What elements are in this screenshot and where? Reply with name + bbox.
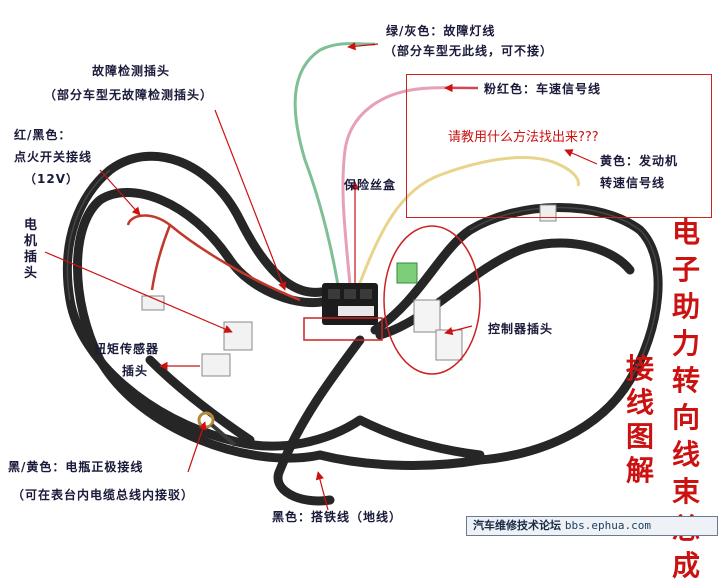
label-arrows	[44, 42, 598, 511]
torque-connector	[201, 353, 231, 377]
torque-sensor-label: 扭矩传感器	[94, 342, 160, 356]
question-highlight-box	[406, 74, 712, 218]
diag-plug-label: 故障检测插头	[92, 64, 171, 78]
cable-highlight	[66, 169, 659, 381]
engine-speed-label: 黄色：发动机	[600, 154, 679, 168]
diag-plug-note: （部分车型无故障检测插头）	[44, 88, 214, 102]
ground-label: 黑色：搭铁线（地线）	[272, 510, 403, 524]
controller-plug-circle	[383, 225, 481, 375]
green-gray-wire	[293, 42, 376, 286]
forum-watermark: 汽车维修技术论坛 bbs.ephua.com	[466, 516, 718, 536]
fuse-box-photo	[303, 283, 383, 341]
fuse-box-label: 保险丝盒	[344, 178, 397, 192]
ignition-wire: 点火开关接线	[14, 150, 93, 164]
title-vertical-left: 接线图解	[625, 352, 654, 487]
forum-url: bbs.ephua.com	[564, 519, 651, 532]
controller-plug-label: 控制器插头	[488, 322, 554, 336]
yellow-wire	[356, 156, 580, 289]
torque-plug-label: 插头	[122, 364, 149, 378]
red-wire-tail	[150, 224, 172, 291]
motor-plug-label: 电机插头	[24, 218, 38, 281]
battery-label: 黑/黄色：电瓶正极接线	[8, 460, 144, 474]
harness-photo	[44, 42, 663, 511]
harness-diagram: 绿/灰色：故障灯线 （部分车型无此线，可不接） 故障检测插头 （部分车型无故障检…	[8, 24, 718, 582]
ignition-voltage: （12V）	[24, 172, 79, 186]
speed-signal-label: 粉红色：车速信号线	[484, 82, 602, 96]
motor-connector	[141, 295, 253, 351]
fault-lamp-note: （部分车型无此线，可不接）	[384, 44, 554, 58]
ignition-label: 红/黑色：	[14, 128, 72, 142]
forum-name: 汽车维修技术论坛	[473, 519, 561, 532]
controller-connectors	[396, 204, 557, 361]
question-text: 请教用什么方法找出来???	[448, 130, 599, 145]
battery-note: （可在表台内电缆总线内接驳）	[12, 488, 195, 502]
fault-lamp-label: 绿/灰色：故障灯线	[386, 24, 496, 38]
red-black-wire	[126, 214, 301, 302]
engine-speed-wire: 转速信号线	[600, 176, 666, 190]
